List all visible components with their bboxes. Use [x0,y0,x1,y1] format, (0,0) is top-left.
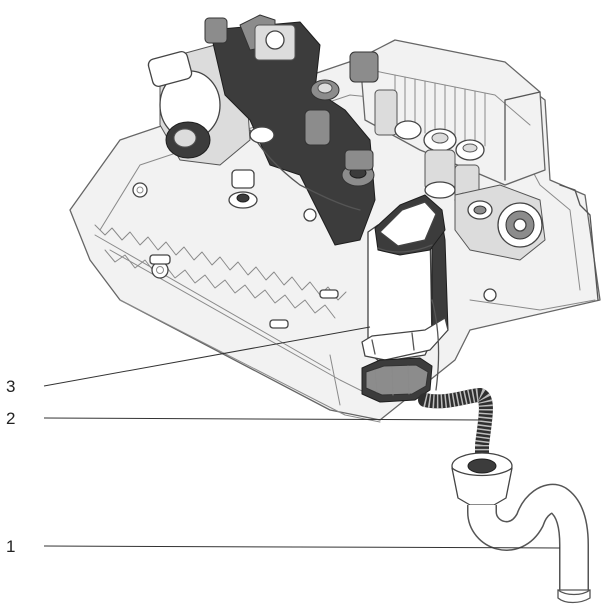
pipe-fittings [374,89,546,261]
condensate-drain-hose [418,387,493,469]
condensate-siphon [361,194,449,403]
leader-line-1 [43,545,561,549]
callouts: 3 2 1 [6,326,561,556]
hydraulic-block [204,14,379,246]
leader-line-3 [43,326,371,387]
callout-number-3: 3 [6,377,15,396]
callout-number-1: 1 [6,537,15,556]
drain-trap [451,452,591,604]
leader-line-2 [43,417,485,421]
callout-number-2: 2 [6,409,15,428]
